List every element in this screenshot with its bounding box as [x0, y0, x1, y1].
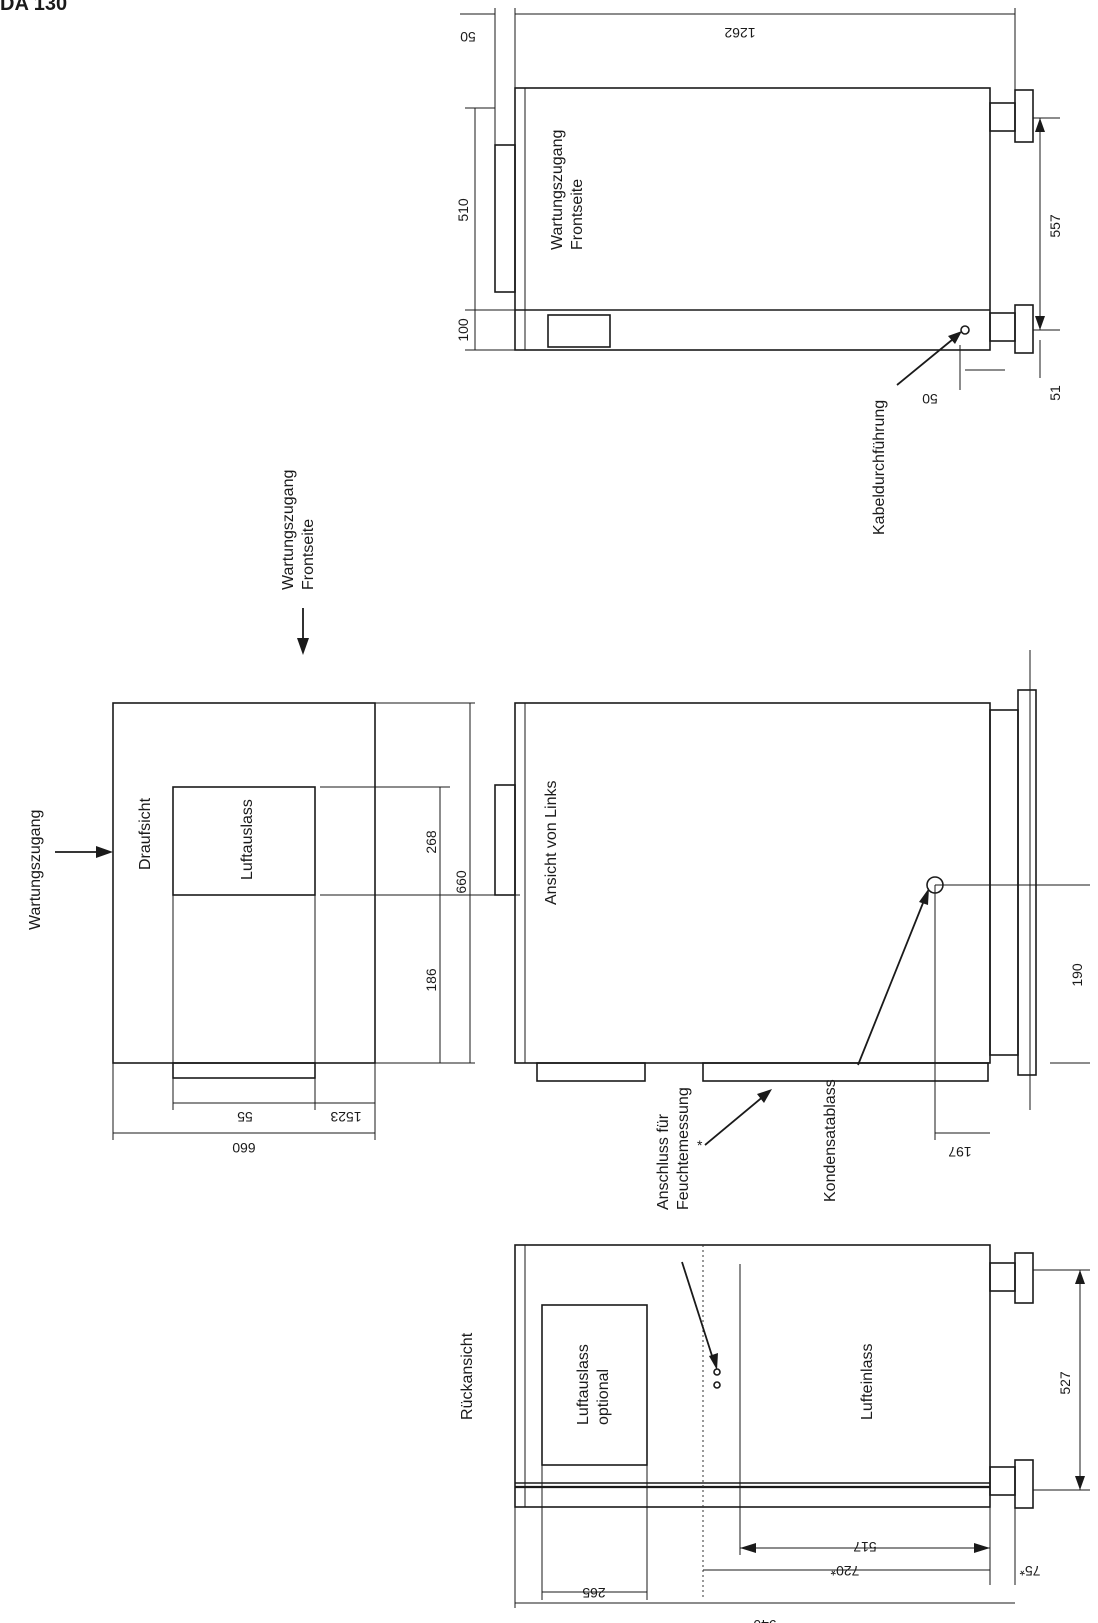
dim-660-right: 660 [453, 870, 469, 894]
label-wartungszugang-frontseite-top: Wartungszugang Frontseite [549, 125, 586, 250]
label-anschluss-feuchtemessung: Anschluss für Feuchtemessung [655, 1087, 692, 1210]
dim-197: 197 [948, 1144, 972, 1160]
front-view-handle [494, 144, 516, 293]
plan-view-air-outlet [172, 786, 316, 896]
dim-940: 940 [753, 1617, 777, 1623]
label-rueckansicht: Rückansicht [459, 1332, 476, 1420]
dim-265: 265 [582, 1585, 606, 1601]
label-lufteinlass: Lufteinlass [859, 1344, 876, 1421]
model-header: DA 130 [0, 0, 67, 15]
label-kondensatablass: Kondensatablass [822, 1079, 839, 1202]
rear-view-optional-outlet [541, 1304, 648, 1466]
left-side-body [514, 702, 991, 1064]
dim-50-lower: 50 [922, 391, 938, 407]
front-view-panel [547, 314, 611, 348]
dim-1523: 1523 [330, 1109, 361, 1125]
label-luftauslass-plan: Luftauslass [239, 799, 256, 880]
dim-50-top: 50 [460, 29, 476, 45]
rear-view-body [514, 1244, 991, 1508]
dim-75: 75* [1019, 1563, 1041, 1579]
dim-100: 100 [455, 318, 471, 342]
left-side-view: 190 197 Ansicht von Links Kondensatablas… [494, 650, 1090, 1202]
label-wartungszugang: Wartungszugang [27, 810, 44, 930]
dim-55: 55 [237, 1109, 253, 1125]
rear-view: 527 517 720* 75* 265 940 Rückansicht Luf… [459, 1087, 1090, 1623]
dim-268: 268 [423, 830, 439, 854]
dim-510: 510 [455, 198, 471, 222]
asterisk-mark: * [697, 1137, 703, 1153]
dim-557: 557 [1047, 214, 1063, 238]
dim-517: 517 [853, 1539, 877, 1555]
service-access-markers: Wartungszugang Frontseite Wartungszugang [27, 465, 317, 930]
dim-720: 720* [830, 1563, 859, 1579]
label-wartungszugang-frontseite-mid: Wartungszugang Frontseite [280, 465, 317, 590]
label-ansicht-von-links: Ansicht von Links [543, 780, 560, 905]
label-luftauslass-optional: Luftauslass optional [575, 1340, 612, 1425]
dim-660-bottom: 660 [232, 1140, 256, 1156]
front-view: 1262 50 510 100 557 50 51 Wartungszugang… [455, 8, 1063, 535]
label-kabeldurchfuehrung: Kabeldurchführung [871, 400, 888, 535]
dim-527: 527 [1057, 1371, 1073, 1395]
plan-view: Draufsicht Luftauslass 268 660 186 55 15… [112, 702, 520, 1156]
dim-51: 51 [1047, 385, 1063, 401]
dim-1262: 1262 [724, 25, 755, 41]
plan-view-body [112, 702, 376, 1064]
dim-186: 186 [423, 968, 439, 992]
dim-190: 190 [1069, 963, 1085, 987]
label-draufsicht: Draufsicht [137, 797, 154, 870]
